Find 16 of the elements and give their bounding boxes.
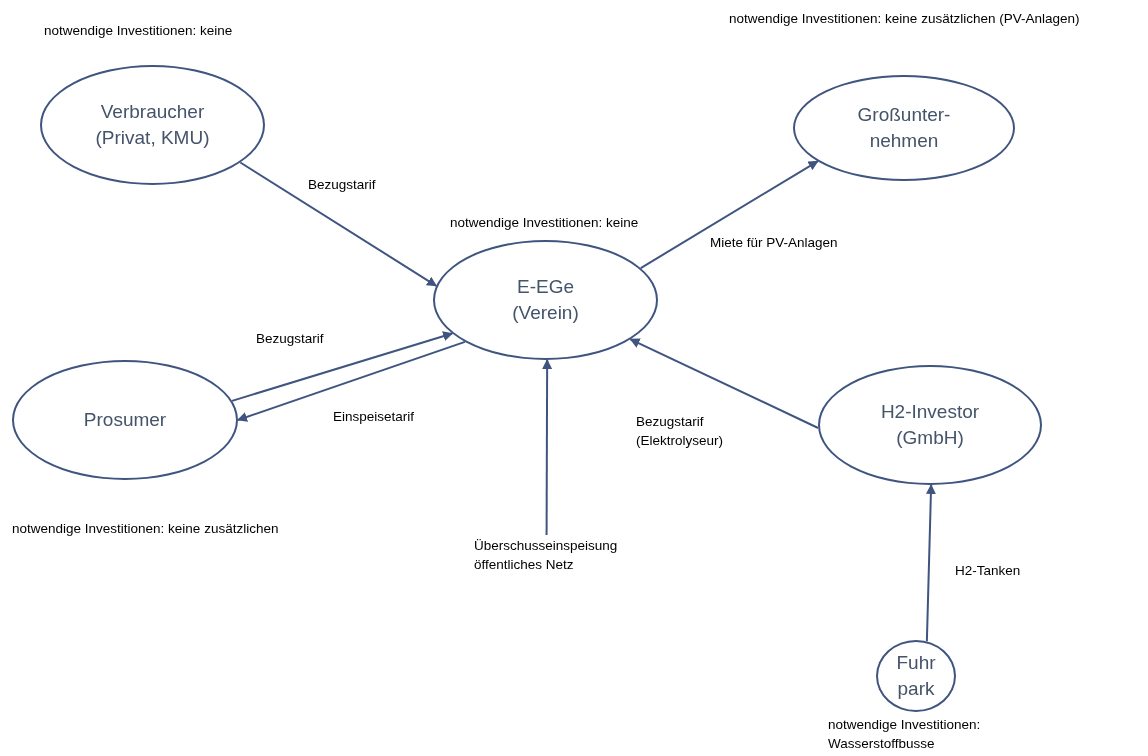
node-label: Großunter-nehmen xyxy=(856,103,952,153)
investment-note: notwendige Investitionen: Wasserstoffbusse xyxy=(828,716,982,753)
node-text: Überschusseinspeisung öffentliches Netz xyxy=(474,537,619,574)
arrow xyxy=(237,340,466,422)
investment-note: notwendige Investitionen: keine zusätzlichen xyxy=(12,520,279,538)
node-label: E-EGe (Verein) xyxy=(511,275,580,325)
investment-note: notwendige Investitionen: keine xyxy=(44,22,233,40)
node-label: Fuhr park xyxy=(895,651,937,701)
arrow xyxy=(925,484,936,643)
investment-note: notwendige Investitionen: keine xyxy=(450,214,639,232)
node-label: H2-Investor (GmbH) xyxy=(879,400,981,450)
arrow xyxy=(629,338,820,429)
node-label: Verbraucher (Privat, KMU) xyxy=(94,100,211,150)
investment-note: notwendige Investitionen: keine zusätzlichen (PV-Anlagen) xyxy=(729,10,1080,28)
arrow xyxy=(639,160,819,270)
node-label: Prosumer xyxy=(83,408,167,433)
